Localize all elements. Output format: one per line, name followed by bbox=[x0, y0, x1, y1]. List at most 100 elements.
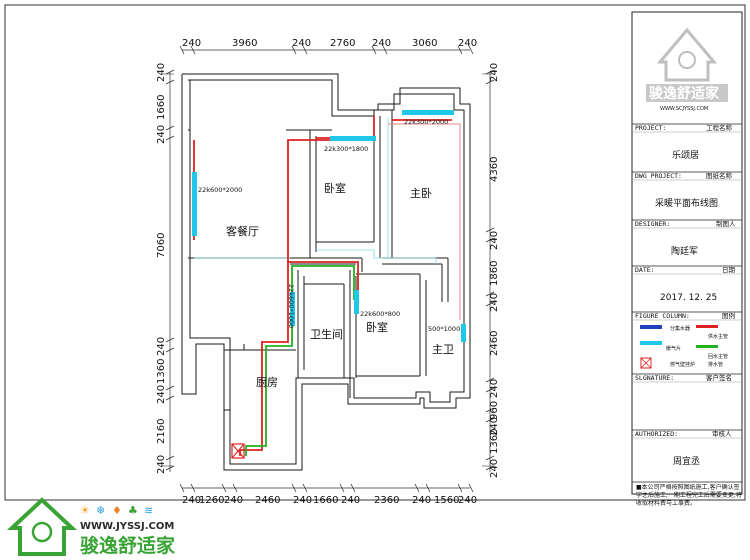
drawing-frame bbox=[4, 4, 746, 501]
dim-bottom-3: 2460 bbox=[255, 495, 280, 506]
radiator-living bbox=[192, 172, 197, 236]
footnote: ■本公司严格按照图纸施工,客户确认签字之后施工,一期工程完工后需要变更,将收取材… bbox=[636, 484, 742, 507]
footer-brand-name: 骏逸舒适家 bbox=[80, 534, 176, 557]
title-logo-url: WWW.SCJYSSJ.COM bbox=[660, 106, 708, 112]
room-label-kitchen: 厨房 bbox=[256, 376, 278, 389]
radiator-bedroom-small bbox=[330, 136, 376, 141]
dim-right-1: 4360 bbox=[489, 157, 500, 182]
legend-valve: 燃气壁挂炉 bbox=[670, 361, 695, 368]
dim-right-0: 240 bbox=[489, 63, 500, 82]
dim-right-10: 240 bbox=[489, 459, 500, 478]
project-label-cn: 工程名称 bbox=[706, 123, 733, 132]
drop-icon: ♦ bbox=[112, 504, 122, 517]
legend-radiator: 暖气片 bbox=[666, 345, 681, 352]
dim-top-1: 3960 bbox=[232, 38, 257, 49]
dim-bottom-2: 240 bbox=[224, 495, 243, 506]
radiators bbox=[192, 110, 466, 342]
project-value: 乐颂居 bbox=[672, 149, 699, 161]
dim-right-8: 240 bbox=[489, 417, 500, 436]
dimension-labels-left: 240 1660 240 7060 240 1360 240 2160 240 bbox=[156, 63, 167, 474]
return-pipe bbox=[245, 265, 355, 456]
boiler-symbol bbox=[231, 443, 245, 459]
dim-left-7: 2160 bbox=[156, 419, 167, 444]
dim-right-3: 1860 bbox=[489, 261, 500, 286]
signature-label-cn: 客户签名 bbox=[706, 373, 732, 382]
dim-right-9: 1360 bbox=[489, 429, 500, 454]
legend-return-swatch bbox=[696, 345, 718, 348]
dimension-labels-bottom: 240 1260 240 2460 240 1660 240 2360 240 … bbox=[182, 495, 477, 506]
radiator-label-master: 22k300*2000 bbox=[404, 118, 448, 126]
legend-valve-icon bbox=[640, 357, 652, 369]
footer-url: WWW.JYSSJ.COM bbox=[80, 521, 174, 532]
dim-left-5: 1360 bbox=[156, 359, 167, 384]
date-value: 2017. 12. 25 bbox=[660, 293, 717, 303]
dim-right-4: 240 bbox=[489, 293, 500, 312]
signature-label: SLGNATURE: bbox=[635, 374, 674, 382]
dim-left-3: 7060 bbox=[156, 233, 167, 258]
authorized-label-cn: 审核人 bbox=[712, 429, 732, 438]
dim-top-3: 2760 bbox=[330, 38, 355, 49]
dim-left-0: 240 bbox=[156, 63, 167, 82]
dwg-value: 采暖平面布线图 bbox=[655, 197, 718, 209]
radiator-corridor bbox=[290, 292, 295, 326]
radiator-label-bedroom-small: 22k300*1800 bbox=[324, 145, 368, 153]
dim-bottom-4: 240 bbox=[293, 495, 312, 506]
room-label-master-bedroom: 主卧 bbox=[410, 187, 432, 200]
dim-right-2: 240 bbox=[489, 231, 500, 250]
room-label-living-dining: 客餐厅 bbox=[226, 224, 259, 238]
dim-bottom-0: 240 bbox=[182, 495, 201, 506]
radiator-master-bath bbox=[461, 324, 466, 342]
title-logo-name: 骏逸舒适家 bbox=[649, 85, 720, 102]
dim-top-0: 240 bbox=[182, 38, 201, 49]
dim-right-7: 960 bbox=[489, 401, 500, 420]
project-label: PROJECT: bbox=[635, 124, 666, 132]
footer-house-icon bbox=[6, 497, 78, 556]
legend-manifold: 分集水器 bbox=[670, 325, 690, 332]
dwg-label: DWG PROJECT: bbox=[635, 172, 682, 180]
designer-value: 陶廷军 bbox=[671, 245, 698, 257]
legend-supply: 供水主管 bbox=[708, 333, 728, 340]
radiator-label-master-bath: 500*1000 bbox=[428, 325, 460, 333]
sun-icon: ☀ bbox=[80, 504, 90, 517]
legend-supply-swatch bbox=[696, 325, 718, 328]
leaf-icon: ♣ bbox=[128, 504, 138, 517]
radiator-label-living: 22k600*2000 bbox=[198, 186, 242, 194]
dimension-ticks bbox=[165, 45, 495, 493]
dim-right-6: 240 bbox=[489, 379, 500, 398]
legend-return: 回水主管 bbox=[708, 353, 728, 360]
authorized-label: AUTHORIZED: bbox=[635, 430, 678, 438]
dim-bottom-10: 240 bbox=[458, 495, 477, 506]
house-logo-icon bbox=[656, 27, 718, 82]
return-pipe-trace bbox=[388, 123, 461, 320]
dim-bottom-9: 1560 bbox=[434, 495, 459, 506]
dim-top-4: 240 bbox=[372, 38, 391, 49]
authorized-value: 周宜丞 bbox=[673, 455, 700, 467]
legend-drain: 排水管 bbox=[708, 361, 723, 368]
dimension-lines bbox=[169, 49, 491, 489]
dim-bottom-7: 2360 bbox=[374, 495, 399, 506]
axis-stubs bbox=[162, 73, 494, 467]
dim-left-1: 1660 bbox=[156, 95, 167, 120]
room-label-bedroom-mid: 卧室 bbox=[366, 320, 388, 334]
dim-top-2: 240 bbox=[292, 38, 311, 49]
dim-top-6: 240 bbox=[458, 38, 477, 49]
designer-label: DESIGNER: bbox=[635, 220, 670, 228]
dim-bottom-5: 1660 bbox=[313, 495, 338, 506]
dim-left-6: 240 bbox=[156, 385, 167, 404]
designer-label-cn: 制图人 bbox=[716, 219, 736, 228]
radiator-label-corridor: 22k600*1000 bbox=[287, 284, 295, 328]
figure-label: FIGURE COLUMN: bbox=[635, 312, 690, 320]
dim-top-5: 3060 bbox=[412, 38, 437, 49]
dim-left-8: 240 bbox=[156, 455, 167, 474]
dim-bottom-1: 1260 bbox=[199, 495, 224, 506]
radiator-master bbox=[402, 110, 454, 115]
dim-bottom-8: 240 bbox=[412, 495, 431, 506]
dim-left-2: 240 bbox=[156, 125, 167, 144]
date-label-cn: 日期 bbox=[722, 266, 736, 274]
dwg-label-cn: 图纸名称 bbox=[706, 171, 733, 180]
legend: 分集水器 供水主管 暖气片 回水主管 燃气壁挂炉 排水管 bbox=[640, 325, 728, 369]
dimension-labels-top: 240 3960 240 2760 240 3060 240 bbox=[182, 38, 477, 49]
date-label: DATE: bbox=[635, 266, 655, 274]
footer-brand: ☀ ❄ ♦ ♣ ≋ WWW.JYSSJ.COM 骏逸舒适家 bbox=[6, 497, 176, 557]
